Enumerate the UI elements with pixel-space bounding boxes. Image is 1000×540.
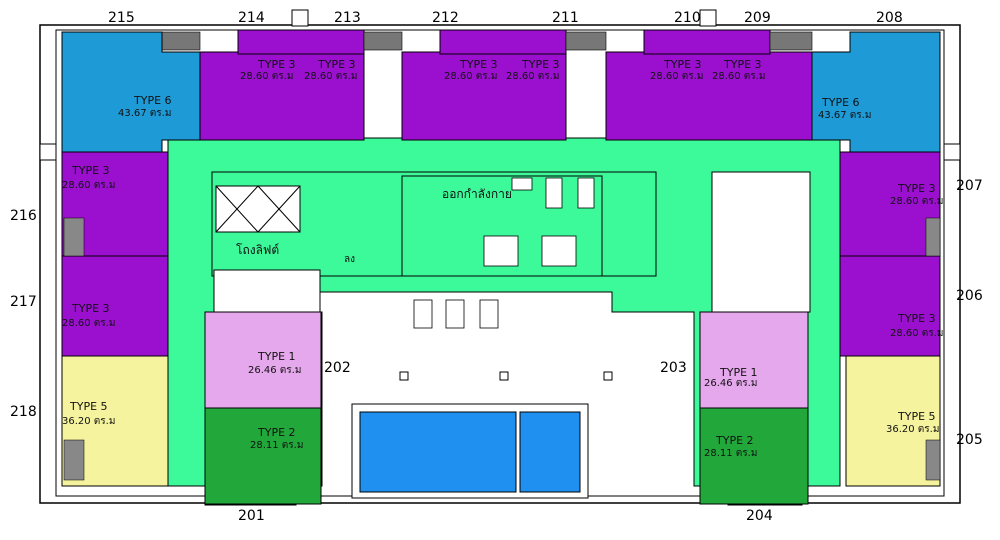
gym-equipment (413, 177, 595, 329)
room-number-211: 211 (552, 10, 579, 26)
type3-217-name: TYPE 3 (71, 302, 110, 315)
room-number-208: 208 (876, 10, 903, 26)
type1-202-name: TYPE 1 (257, 350, 296, 363)
right-type3-units (839, 151, 941, 357)
top-units (199, 29, 813, 141)
room-number-210: 210 (674, 10, 701, 26)
room-number-216: 216 (10, 208, 37, 224)
type3-217-area: 28.60 ตร.ม (62, 318, 115, 329)
room-number-215: 215 (108, 10, 135, 26)
elevator-lobby-label: โถงลิฟต์ (236, 243, 279, 257)
type3-206-name: TYPE 3 (897, 312, 936, 325)
room-number-201: 201 (238, 508, 265, 524)
stair-down-label: ลง (344, 254, 355, 265)
type3-213-name: TYPE 3 (317, 58, 356, 71)
room-number-204: 204 (746, 508, 773, 524)
type2-201-name: TYPE 2 (257, 426, 296, 439)
side-balconies (63, 217, 941, 481)
type3-210-area: 28.60 ตร.ม (650, 71, 703, 82)
stair-left (213, 269, 321, 313)
type3-212-name: TYPE 3 (459, 58, 498, 71)
type3-214-name: TYPE 3 (257, 58, 296, 71)
type1-203-name: TYPE 1 (719, 366, 758, 379)
structural-columns (39, 9, 961, 381)
type3-207-area: 28.60 ตร.ม (890, 196, 943, 207)
room-number-212: 212 (432, 10, 459, 26)
type6-right-area: 43.67 ตร.ม (818, 110, 871, 121)
room-number-218: 218 (10, 404, 37, 420)
pool-left (359, 411, 517, 493)
room-number-205: 205 (956, 432, 983, 448)
type3-209-name: TYPE 3 (723, 58, 762, 71)
type6-right-name: TYPE 6 (821, 96, 860, 109)
type1-203-area: 26.46 ตร.ม (704, 378, 757, 389)
type5-218-name: TYPE 5 (69, 400, 108, 413)
type5-units (61, 355, 941, 487)
type3-212-area: 28.60 ตร.ม (444, 71, 497, 82)
type3-210-name: TYPE 3 (663, 58, 702, 71)
type2-204-area: 28.11 ตร.ม (704, 448, 757, 459)
left-type3-units (61, 151, 169, 357)
room-number-207: 207 (956, 178, 983, 194)
room-number-214: 214 (238, 10, 265, 26)
type6-left-area: 43.67 ตร.ม (118, 108, 171, 119)
type1-units (204, 311, 809, 409)
room-number-213: 213 (334, 10, 361, 26)
type3-211-name: TYPE 3 (521, 58, 560, 71)
pool-right (519, 411, 581, 493)
type2-units (204, 407, 809, 505)
type5-205-area: 36.20 ตร.ม (886, 424, 939, 435)
type3-209-area: 28.60 ตร.ม (712, 71, 765, 82)
room-number-209: 209 (744, 10, 771, 26)
type3-211-area: 28.60 ตร.ม (506, 71, 559, 82)
type6-left-name: TYPE 6 (133, 94, 172, 107)
type2-204-name: TYPE 2 (715, 434, 754, 447)
room-number-203: 203 (660, 360, 687, 376)
type3-216-area: 28.60 ตร.ม (62, 180, 115, 191)
type5-218-area: 36.20 ตร.ม (62, 416, 115, 427)
type3-214-area: 28.60 ตร.ม (240, 71, 293, 82)
elevator-shafts (215, 185, 301, 233)
room-number-217: 217 (10, 294, 37, 310)
room-number-202: 202 (324, 360, 351, 376)
room-number-206: 206 (956, 288, 983, 304)
type3-213-area: 28.60 ตร.ม (304, 71, 357, 82)
type3-206-area: 28.60 ตร.ม (890, 328, 943, 339)
type5-205-name: TYPE 5 (897, 410, 936, 423)
stair-right-core (711, 171, 811, 313)
type3-207-name: TYPE 3 (897, 182, 936, 195)
type3-216-name: TYPE 3 (71, 164, 110, 177)
type2-201-area: 28.11 ตร.ม (250, 440, 303, 451)
top-balconies (161, 31, 813, 51)
type1-202-area: 26.46 ตร.ม (248, 365, 301, 376)
type6-units (61, 31, 941, 153)
gym-label: ออกกำลังกาย (442, 187, 512, 201)
